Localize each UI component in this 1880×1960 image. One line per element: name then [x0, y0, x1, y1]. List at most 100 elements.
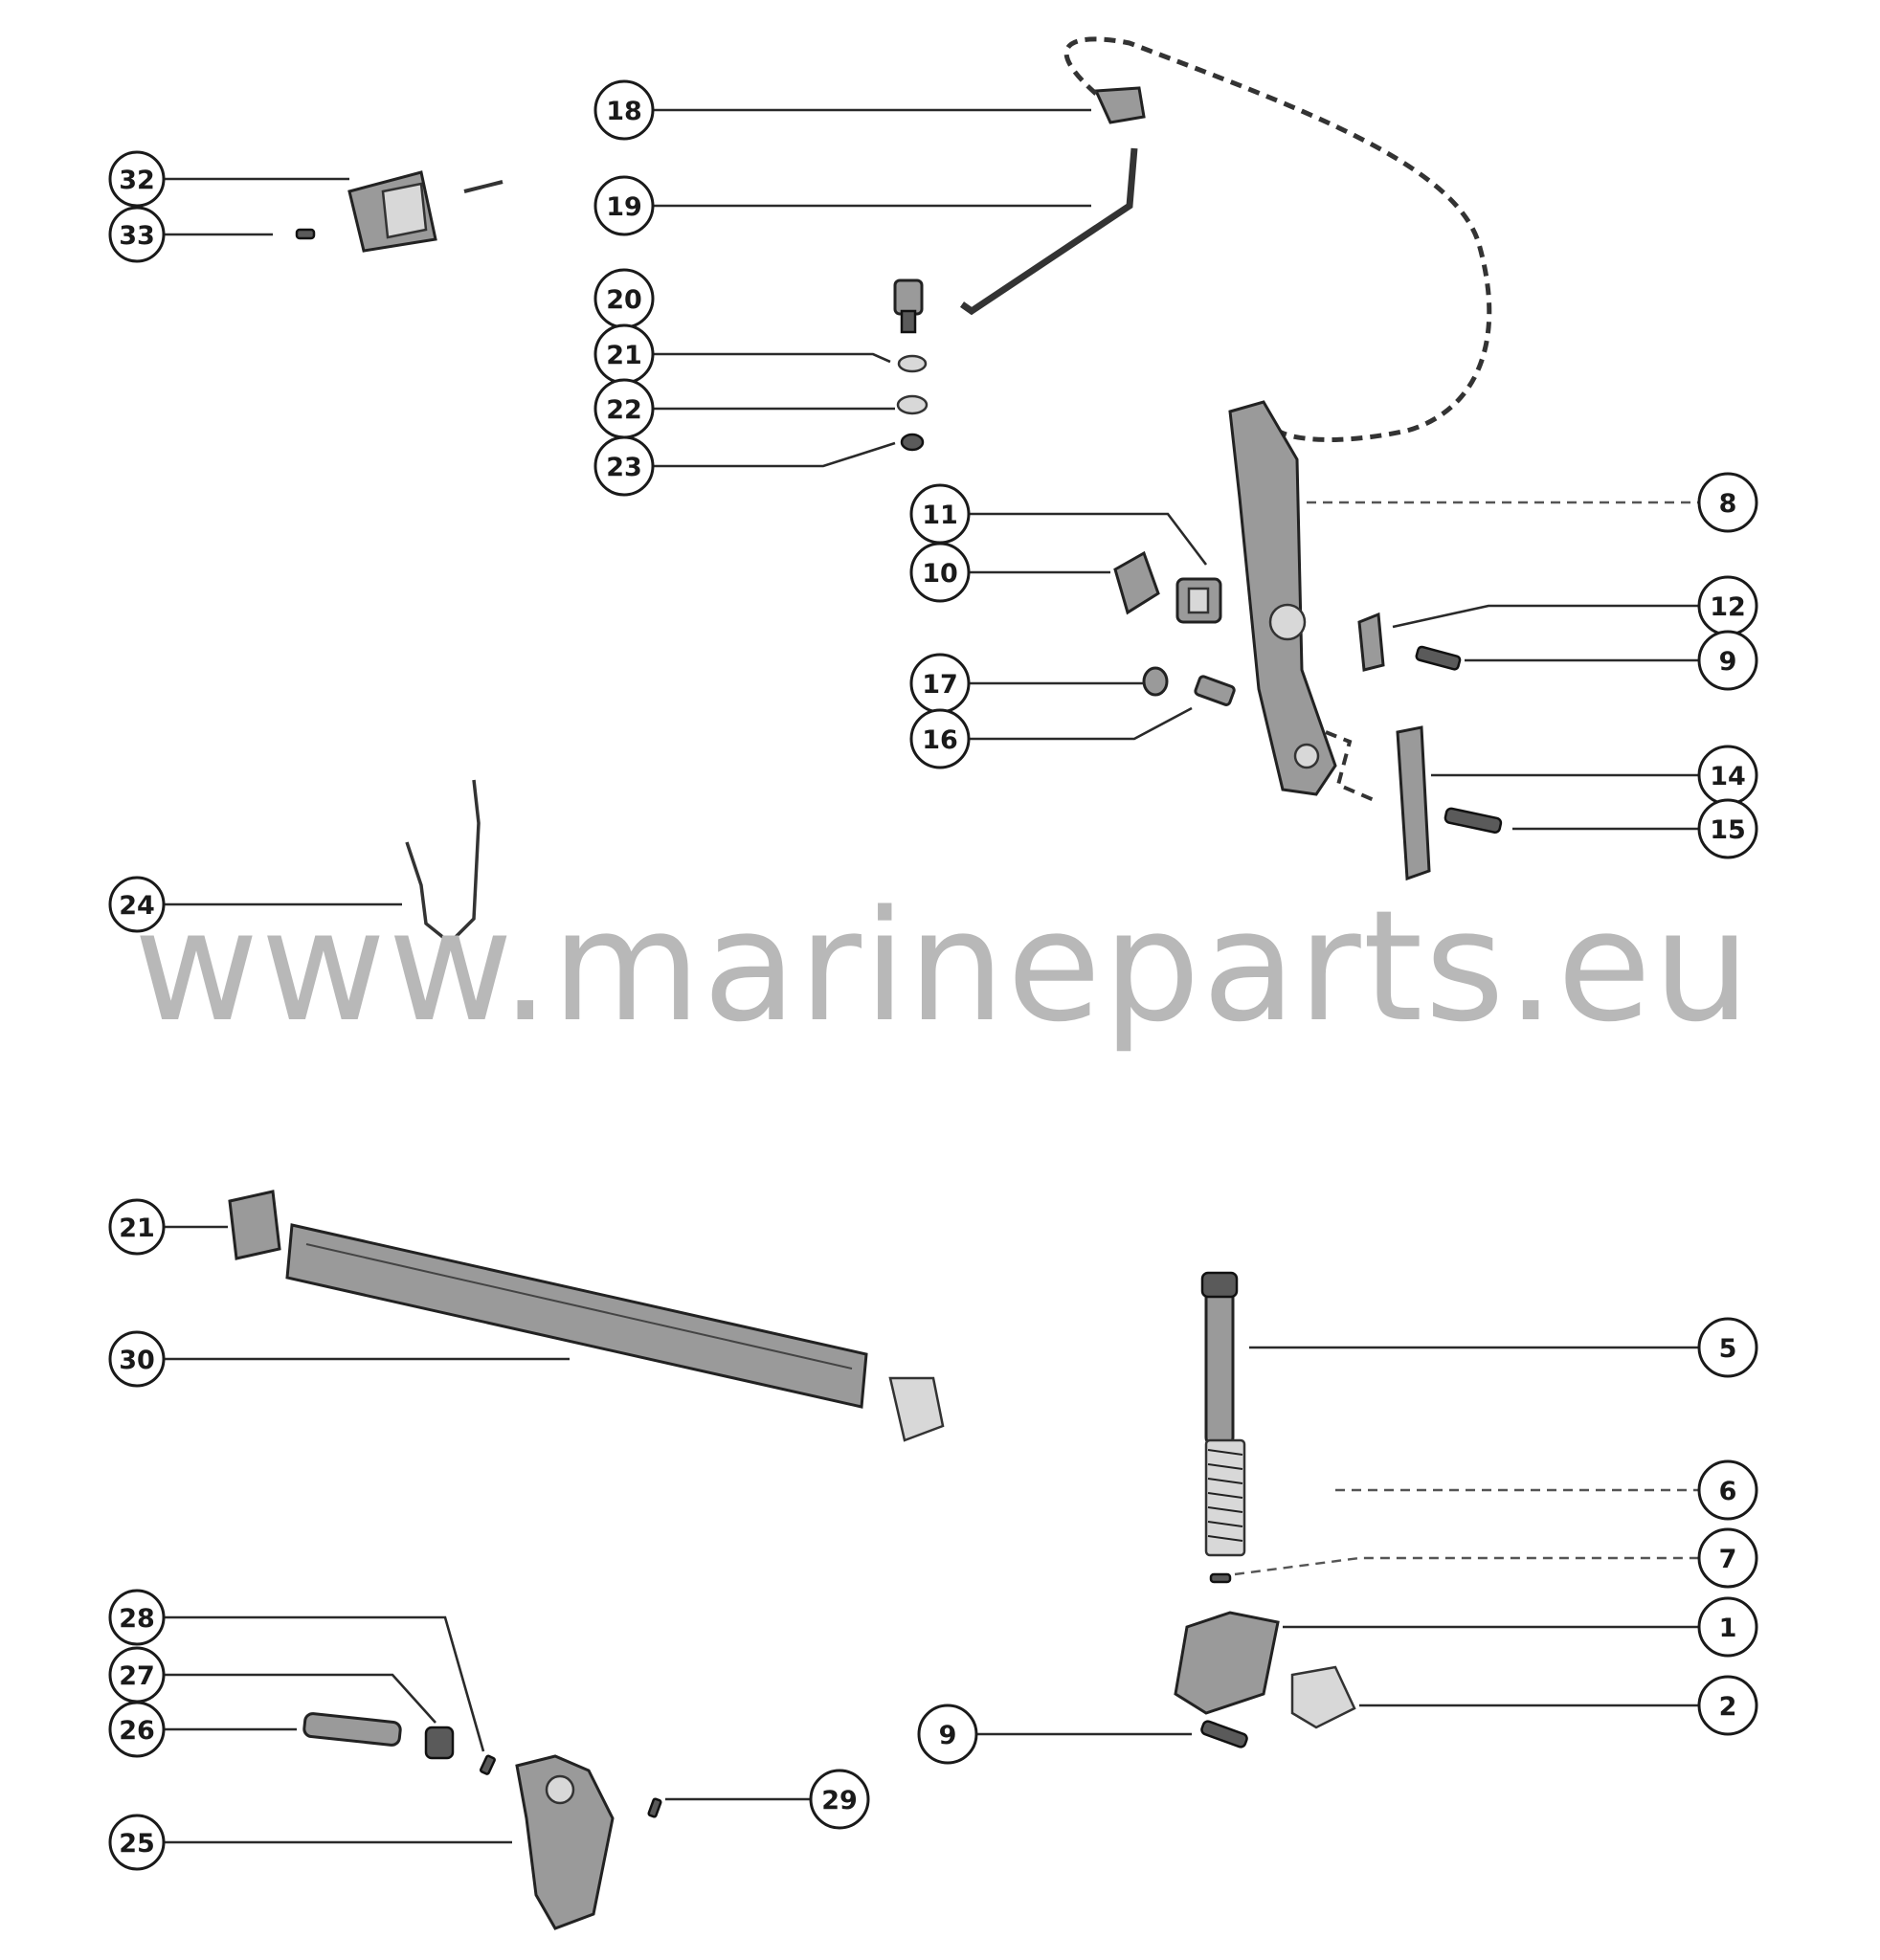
- svg-text:10: 10: [922, 559, 958, 589]
- part-10-clamp: [1113, 550, 1160, 615]
- svg-text:9: 9: [1719, 647, 1737, 677]
- part-30-shaft: [285, 1223, 868, 1409]
- svg-text:27: 27: [119, 1661, 155, 1691]
- svg-text:29: 29: [821, 1786, 858, 1815]
- part-22-washer: [896, 394, 929, 415]
- callout-30: 30: [108, 1330, 166, 1388]
- part-6-spring: [1204, 1438, 1246, 1557]
- part-27-nut: [424, 1726, 455, 1760]
- svg-text:7: 7: [1719, 1545, 1737, 1574]
- part-17-nut: [1142, 666, 1169, 697]
- part-29-pin: [647, 1797, 662, 1818]
- leader-lines: [165, 108, 1699, 1844]
- part-26-screw: [302, 1712, 402, 1747]
- svg-text:18: 18: [606, 97, 642, 126]
- callout-8: 8: [1697, 472, 1758, 533]
- svg-text:21: 21: [606, 341, 642, 370]
- svg-text:32: 32: [119, 166, 155, 195]
- svg-text:20: 20: [606, 285, 642, 315]
- part-18-clip: [1093, 86, 1146, 124]
- svg-text:12: 12: [1710, 592, 1746, 622]
- part-2-cover: [1290, 1665, 1356, 1729]
- part-9-screw-upper: [1415, 645, 1462, 671]
- callout-11: 11: [909, 483, 971, 545]
- svg-text:17: 17: [922, 670, 958, 700]
- callout-9-lower: 9: [917, 1704, 978, 1765]
- part-14-link: [1396, 725, 1431, 881]
- part-8-lever: [1228, 400, 1337, 796]
- callout-12: 12: [1697, 575, 1758, 636]
- callout-33: 33: [108, 206, 166, 263]
- part-20-pivot: [893, 278, 924, 334]
- svg-text:9: 9: [939, 1721, 957, 1750]
- part-28-pin: [479, 1754, 496, 1775]
- part-7-washer: [1209, 1572, 1232, 1584]
- callout-21-upper: 21: [593, 323, 655, 385]
- callout-28: 28: [108, 1589, 166, 1646]
- svg-text:16: 16: [922, 725, 958, 755]
- callout-24: 24: [108, 876, 166, 933]
- part-16-stud: [1194, 675, 1236, 706]
- part-1-housing: [1174, 1611, 1280, 1715]
- part-21-bushing-right: [888, 1376, 945, 1442]
- callout-17: 17: [909, 653, 971, 714]
- callout-15: 15: [1697, 798, 1758, 859]
- callout-22: 22: [593, 378, 655, 439]
- callout-19: 19: [593, 175, 655, 236]
- svg-text:22: 22: [606, 395, 642, 425]
- part-12-washer: [1357, 612, 1385, 672]
- svg-text:21: 21: [119, 1214, 155, 1243]
- callout-16: 16: [909, 708, 971, 769]
- part-32-bracket: [347, 170, 504, 253]
- svg-text:11: 11: [922, 501, 958, 530]
- callout-14: 14: [1697, 745, 1758, 806]
- svg-text:23: 23: [606, 453, 642, 482]
- callout-20: 20: [593, 268, 655, 329]
- part-24-spring: [405, 779, 481, 946]
- callout-23: 23: [593, 435, 655, 497]
- part-15-screw: [1444, 807, 1503, 834]
- svg-text:6: 6: [1719, 1477, 1737, 1506]
- callout-9-upper: 9: [1697, 630, 1758, 691]
- callout-10: 10: [909, 542, 971, 603]
- callout-25: 25: [108, 1814, 166, 1871]
- svg-text:2: 2: [1719, 1692, 1737, 1722]
- svg-text:15: 15: [1710, 815, 1746, 845]
- svg-text:28: 28: [119, 1604, 155, 1634]
- part-11-block: [1175, 577, 1222, 624]
- svg-text:33: 33: [119, 221, 155, 251]
- callout-5: 5: [1697, 1317, 1758, 1378]
- svg-text:19: 19: [606, 192, 642, 222]
- callout-18: 18: [593, 79, 655, 141]
- callout-26: 26: [108, 1701, 166, 1758]
- part-19-rod: [959, 147, 1138, 316]
- svg-text:14: 14: [1710, 762, 1746, 791]
- callout-27: 27: [108, 1646, 166, 1704]
- callout-21-lower: 21: [108, 1198, 166, 1256]
- svg-text:24: 24: [119, 891, 155, 921]
- part-25-bracket: [515, 1754, 615, 1930]
- part-21-bushing-left: [228, 1190, 281, 1260]
- svg-text:8: 8: [1719, 489, 1737, 519]
- svg-text:1: 1: [1719, 1614, 1737, 1643]
- callout-6: 6: [1697, 1459, 1758, 1521]
- cable-loop: [1063, 36, 1492, 442]
- svg-text:25: 25: [119, 1829, 155, 1859]
- svg-text:30: 30: [119, 1346, 155, 1375]
- link-dashed: [1325, 730, 1379, 804]
- watermark-text: www.marineparts.eu: [134, 877, 1753, 1056]
- callout-2: 2: [1697, 1675, 1758, 1736]
- callout-1: 1: [1697, 1596, 1758, 1658]
- callout-32: 32: [108, 150, 166, 208]
- part-23-nut: [900, 433, 925, 452]
- svg-text:26: 26: [119, 1716, 155, 1746]
- part-9-screw-lower: [1200, 1720, 1248, 1748]
- callout-29: 29: [809, 1769, 870, 1830]
- part-33-screw: [295, 228, 316, 240]
- part-5-bolt: [1200, 1271, 1239, 1447]
- callout-7: 7: [1697, 1527, 1758, 1589]
- part-21-washer: [897, 354, 928, 373]
- svg-text:5: 5: [1719, 1334, 1737, 1364]
